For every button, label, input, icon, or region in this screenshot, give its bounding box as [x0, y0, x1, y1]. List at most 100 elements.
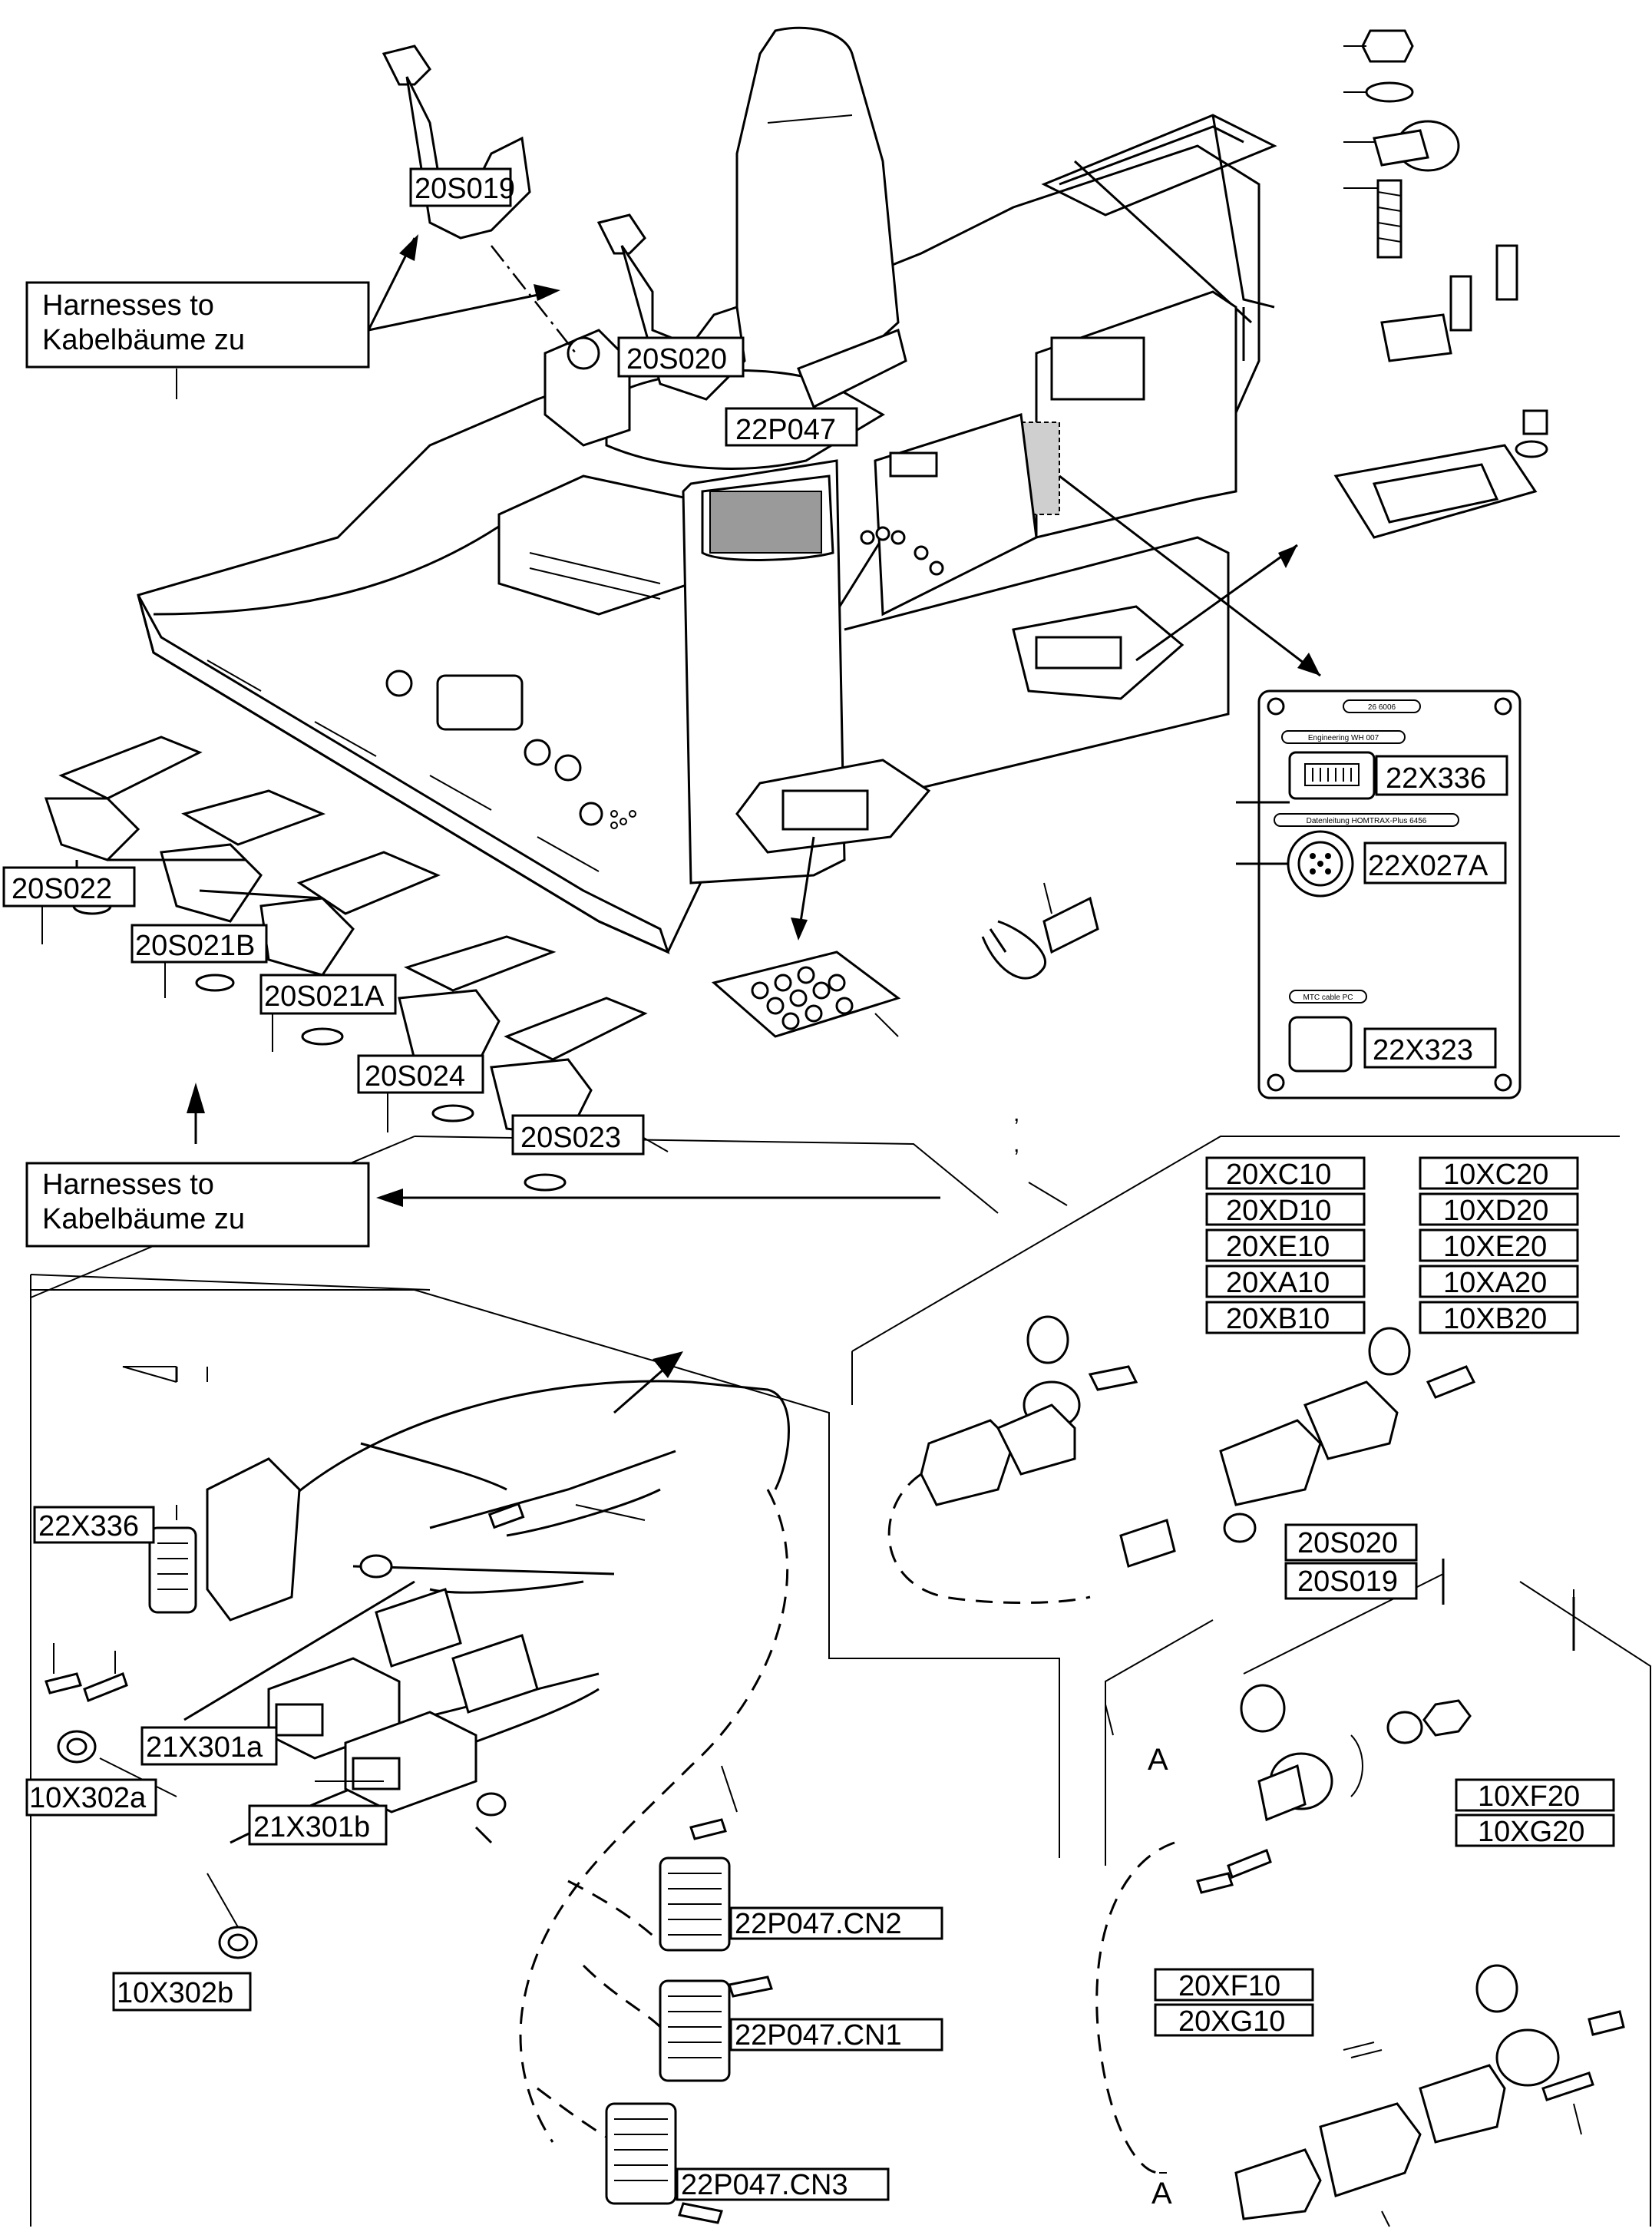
svg-text:20S020: 20S020	[1297, 1527, 1398, 1559]
label-22X323: 22X323	[1363, 1027, 1497, 1069]
label-10XF20: 10XF20	[1455, 1778, 1615, 1813]
label-10XD20: 10XD20	[1419, 1192, 1579, 1227]
svg-text:10XG20: 10XG20	[1478, 1816, 1584, 1848]
svg-text:20XA10: 20XA10	[1226, 1267, 1330, 1299]
svg-text:22P047.CN3: 22P047.CN3	[681, 2169, 848, 2201]
svg-text:20XE10: 20XE10	[1226, 1231, 1330, 1263]
label-20S021A: 20S021A	[259, 974, 397, 1015]
display-screen	[709, 491, 822, 554]
svg-text:Harnesses to: Harnesses to	[42, 289, 214, 322]
svg-text:Kabelbäume zu: Kabelbäume zu	[42, 1203, 245, 1235]
panel-sub2-text: Datenleitung HOMTRAX-Plus 6456	[1307, 817, 1427, 825]
label-22P047: 22P047	[725, 407, 858, 447]
svg-text:22P047: 22P047	[735, 414, 836, 446]
svg-text:22P047.CN1: 22P047.CN1	[735, 2019, 902, 2052]
label-22X336-top: 22X336	[1375, 755, 1508, 796]
centerline-joystick	[491, 245, 577, 354]
connector-21X301b	[315, 1711, 477, 1813]
label-10XE20: 10XE20	[1419, 1228, 1579, 1263]
svg-text:20S019: 20S019	[415, 173, 515, 205]
connector-22P047-CN3	[605, 2102, 723, 2224]
connector-10X302a	[57, 1730, 177, 1797]
svg-text:20XF10: 20XF10	[1178, 1970, 1280, 2002]
svg-text:Harnesses to: Harnesses to	[42, 1169, 214, 1201]
label-22P047-CN2: 22P047.CN2	[729, 1906, 943, 1940]
svg-text:10X302b: 10X302b	[117, 1977, 233, 2009]
operator-seat	[605, 26, 907, 470]
svg-text:22X336: 22X336	[1386, 762, 1486, 795]
note-harnesses-top: Harnesses to Kabelbäume zu	[25, 281, 370, 369]
svg-text:20S021A: 20S021A	[264, 980, 385, 1013]
label-10XC20: 10XC20	[1419, 1156, 1579, 1191]
svg-text:Kabelbäume zu: Kabelbäume zu	[42, 324, 245, 356]
cable-tie	[981, 882, 1099, 980]
label-20S023: 20S023	[511, 1114, 645, 1156]
label-21X301a: 21X301a	[140, 1726, 278, 1766]
label-20XD10: 20XD10	[1205, 1192, 1366, 1227]
pedal-20S021A	[199, 851, 441, 1046]
connector-10X302b	[206, 1826, 493, 1959]
label-20XC10: 20XC10	[1205, 1156, 1366, 1191]
label-20S019-right: 20S019	[1284, 1562, 1418, 1600]
display-console	[682, 290, 1237, 884]
svg-text:20XG10: 20XG10	[1178, 2005, 1285, 2038]
pins-left	[45, 1643, 128, 1702]
label-10X302a: 10X302a	[25, 1778, 157, 1817]
pedal-20S023	[490, 997, 648, 1192]
connector-set-upper	[887, 1315, 1476, 1604]
label-22P047-CN1: 22P047.CN1	[729, 2018, 943, 2052]
joystick-left	[382, 45, 531, 240]
pedal-20S024	[398, 935, 557, 1122]
svg-text:20XB10: 20XB10	[1226, 1303, 1330, 1335]
label-10XA20: 10XA20	[1419, 1265, 1579, 1299]
svg-text:10XC20: 10XC20	[1443, 1159, 1548, 1191]
svg-text:20S021B: 20S021B	[135, 930, 255, 962]
connector-multi-left	[375, 1502, 539, 1714]
letter-a-bottom: A	[1151, 2177, 1172, 2210]
svg-text:20XC10: 20XC10	[1226, 1159, 1331, 1191]
svg-text:20S024: 20S024	[365, 1060, 465, 1093]
pedal-20S022	[44, 736, 203, 915]
label-22X027A: 22X027A	[1363, 841, 1507, 884]
svg-text:10XF20: 10XF20	[1478, 1780, 1580, 1813]
label-20XA10: 20XA10	[1205, 1265, 1366, 1299]
label-20XE10: 20XE10	[1205, 1228, 1366, 1263]
cab-floor-platform	[137, 114, 1277, 954]
svg-text:20S023: 20S023	[520, 1122, 621, 1154]
label-20S020-right: 20S020	[1284, 1523, 1418, 1562]
label-20S024: 20S024	[357, 1054, 484, 1094]
label-10XG20: 10XG20	[1455, 1813, 1615, 1848]
svg-text:20S022: 20S022	[12, 873, 112, 905]
svg-text:22X027A: 22X027A	[1368, 850, 1488, 882]
label-20XF10: 20XF10	[1154, 1968, 1314, 2002]
leader-plate-to-cover	[1135, 544, 1298, 662]
svg-text:10XD20: 10XD20	[1443, 1195, 1548, 1227]
label-20S020: 20S020	[617, 336, 745, 378]
label-10X302b: 10X302b	[112, 1972, 252, 2012]
connector-round-mid	[359, 1554, 507, 1817]
label-22X336-bottom: 22X336	[33, 1506, 155, 1544]
svg-text:22X336: 22X336	[38, 1510, 139, 1542]
svg-text:22P047.CN2: 22P047.CN2	[735, 1908, 902, 1940]
connector-set-lower	[1095, 1684, 1625, 2227]
label-20S021B: 20S021B	[131, 924, 268, 964]
svg-text:22X323: 22X323	[1373, 1034, 1473, 1066]
harness-outline	[30, 1289, 1060, 1858]
label-20XB10: 20XB10	[1205, 1301, 1366, 1335]
svg-text:,: ,	[1013, 1101, 1019, 1126]
pedal-20S021B	[107, 789, 326, 992]
grommet-plate	[711, 951, 901, 1038]
panel-sub3-text: MTC cable PC	[1303, 994, 1353, 1002]
leader-console-to-panel	[1059, 474, 1321, 677]
letter-a-top: A	[1148, 1743, 1168, 1777]
svg-text:20S019: 20S019	[1297, 1565, 1398, 1598]
svg-text:10XA20: 10XA20	[1443, 1267, 1547, 1299]
panel-header-text: 26 6006	[1368, 703, 1396, 712]
frame-right-top	[851, 1136, 1620, 1352]
label-20XG10: 20XG10	[1154, 2003, 1314, 2038]
svg-text:21X301b: 21X301b	[253, 1811, 370, 1843]
note-harnesses-bottom: Harnesses to Kabelbäume zu	[25, 1162, 370, 1248]
svg-text:20S020: 20S020	[626, 343, 727, 375]
connector-22X336-bottom	[148, 1457, 301, 1622]
